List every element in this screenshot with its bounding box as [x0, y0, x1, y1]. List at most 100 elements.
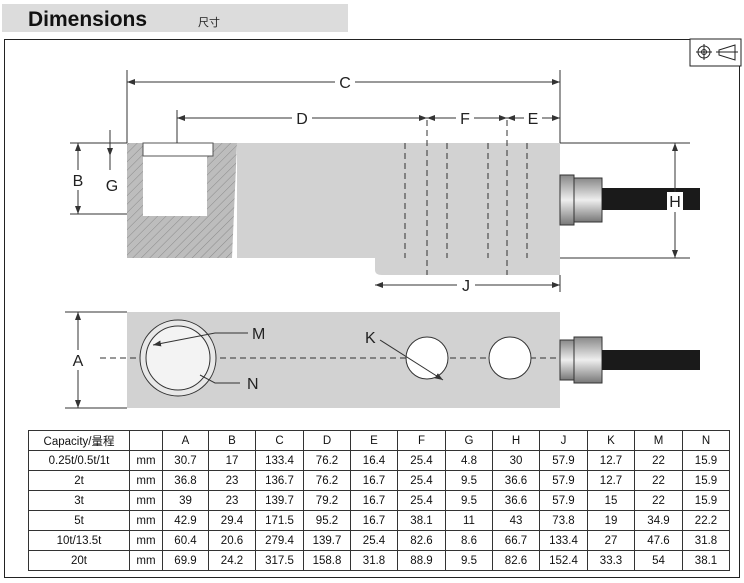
table-cell: 16.7 — [350, 490, 398, 511]
table-cell: 66.7 — [492, 530, 540, 551]
table-cell: 25.4 — [397, 470, 446, 491]
table-cell: 15.9 — [682, 490, 730, 511]
table-cell: 15.9 — [682, 470, 730, 491]
table-cell: 57.9 — [539, 470, 588, 491]
label-a: A — [73, 353, 84, 370]
table-cell: 2t — [28, 470, 130, 491]
table-cell: 69.9 — [162, 550, 209, 571]
column-header — [129, 430, 163, 451]
table-cell: 76.2 — [303, 450, 351, 471]
top-view — [100, 312, 700, 408]
table-cell: 9.5 — [445, 470, 493, 491]
table-cell: 3t — [28, 490, 130, 511]
table-cell: 79.2 — [303, 490, 351, 511]
table-cell: 57.9 — [539, 450, 588, 471]
table-cell: mm — [129, 550, 163, 571]
table-cell: 23 — [208, 470, 256, 491]
column-header: G — [445, 430, 493, 451]
label-d: D — [296, 111, 308, 128]
column-header: Capacity/量程 — [28, 430, 130, 451]
table-cell: 20t — [28, 550, 130, 571]
column-header: H — [492, 430, 540, 451]
table-cell: 22 — [634, 450, 683, 471]
table-cell: 43 — [492, 510, 540, 531]
table-cell: 24.2 — [208, 550, 256, 571]
column-header: A — [162, 430, 209, 451]
label-n: N — [247, 376, 259, 393]
label-h: H — [669, 194, 681, 211]
table-cell: 133.4 — [539, 530, 588, 551]
table-cell: 27 — [587, 530, 635, 551]
table-cell: 279.4 — [255, 530, 304, 551]
column-header: F — [397, 430, 446, 451]
table-cell: 16.7 — [350, 510, 398, 531]
table-cell: 16.4 — [350, 450, 398, 471]
table-cell: 31.8 — [350, 550, 398, 571]
table-cell: mm — [129, 510, 163, 531]
label-j: J — [462, 278, 470, 295]
table-cell: 139.7 — [255, 490, 304, 511]
column-header: B — [208, 430, 256, 451]
table-cell: 133.4 — [255, 450, 304, 471]
table-cell: 158.8 — [303, 550, 351, 571]
table-cell: 36.6 — [492, 490, 540, 511]
table-cell: 38.1 — [682, 550, 730, 571]
table-cell: 54 — [634, 550, 683, 571]
table-cell: 95.2 — [303, 510, 351, 531]
table-cell: 15.9 — [682, 450, 730, 471]
table-cell: 29.4 — [208, 510, 256, 531]
drawing-frame — [4, 39, 740, 578]
table-cell: 30.7 — [162, 450, 209, 471]
table-cell: 73.8 — [539, 510, 588, 531]
column-header: N — [682, 430, 730, 451]
table-cell: 30 — [492, 450, 540, 471]
column-header: D — [303, 430, 351, 451]
table-cell: 38.1 — [397, 510, 446, 531]
table-cell: 20.6 — [208, 530, 256, 551]
table-cell: 47.6 — [634, 530, 683, 551]
table-cell: mm — [129, 490, 163, 511]
table-cell: 0.25t/0.5t/1t — [28, 450, 130, 471]
label-c: C — [339, 75, 351, 92]
column-header: E — [350, 430, 398, 451]
table-cell: 33.3 — [587, 550, 635, 571]
section-subtitle: 尺寸 — [198, 17, 220, 29]
table-cell: 17 — [208, 450, 256, 471]
table-cell: 16.7 — [350, 470, 398, 491]
table-cell: 4.8 — [445, 450, 493, 471]
table-cell: 25.4 — [350, 530, 398, 551]
side-view — [127, 120, 700, 275]
table-cell: 82.6 — [492, 550, 540, 571]
table-cell: 39 — [162, 490, 209, 511]
table-cell: 11 — [445, 510, 493, 531]
label-g: G — [106, 178, 118, 195]
projection-symbol-icon — [689, 38, 742, 67]
table-cell: 5t — [28, 510, 130, 531]
table-cell: 9.5 — [445, 490, 493, 511]
table-cell: 9.5 — [445, 550, 493, 571]
column-header: C — [255, 430, 304, 451]
column-header: K — [587, 430, 635, 451]
table-cell: mm — [129, 530, 163, 551]
table-cell: 36.8 — [162, 470, 209, 491]
label-b: B — [73, 173, 84, 190]
section-title: Dimensions — [28, 8, 148, 31]
column-header: J — [539, 430, 588, 451]
table-cell: mm — [129, 470, 163, 491]
table-cell: 15 — [587, 490, 635, 511]
table-cell: 82.6 — [397, 530, 446, 551]
table-cell: 88.9 — [397, 550, 446, 571]
table-cell: 57.9 — [539, 490, 588, 511]
table-cell: 60.4 — [162, 530, 209, 551]
table-cell: 42.9 — [162, 510, 209, 531]
table-cell: 19 — [587, 510, 635, 531]
table-cell: 25.4 — [397, 490, 446, 511]
column-header: M — [634, 430, 683, 451]
